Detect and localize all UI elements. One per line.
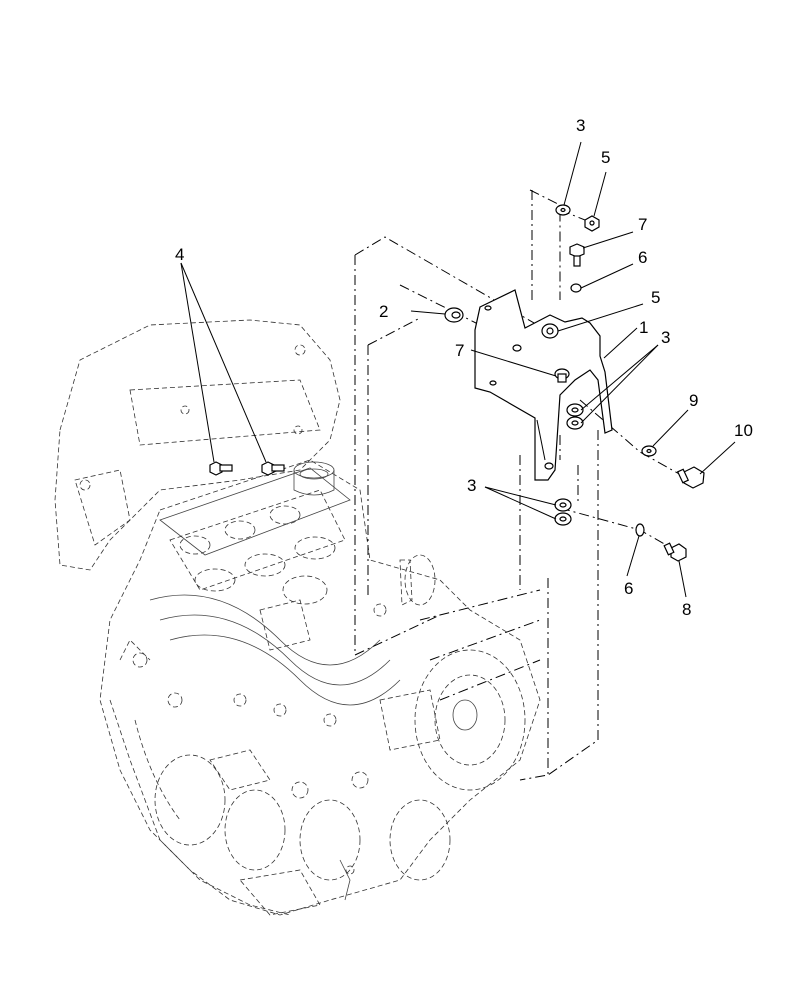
callout-labels: 3 5 7 6 5 1 3 2 7 4 9 10 3 6 8 [175, 116, 753, 619]
callout-7-bracket: 7 [455, 341, 464, 360]
callout-10: 10 [734, 421, 753, 440]
callout-5-top: 5 [601, 148, 610, 167]
bolt-7-top [569, 243, 585, 267]
callout-3-lower: 3 [467, 476, 476, 495]
callout-5-bracket: 5 [651, 288, 660, 307]
washer-6-top [570, 283, 582, 293]
washer-9 [641, 445, 657, 457]
callout-8: 8 [682, 600, 691, 619]
nut-5-bracket [541, 323, 559, 339]
bolt-8 [663, 542, 687, 562]
washer-3-right-upper [566, 403, 584, 417]
callout-9: 9 [689, 391, 698, 410]
mount-bushing-2 [444, 307, 464, 323]
callout-7-top: 7 [638, 215, 647, 234]
callout-1: 1 [639, 318, 648, 337]
bolt-10 [676, 466, 705, 489]
washer-3-lower-b [554, 512, 572, 526]
washer-6-bottom [635, 523, 645, 537]
washer-3-top [555, 204, 571, 216]
callout-6-bottom: 6 [624, 579, 633, 598]
callout-6-top: 6 [638, 248, 647, 267]
bolt-4-left [209, 461, 233, 476]
bolt-7-bracket [554, 368, 570, 383]
nut-5-top [584, 215, 600, 232]
washer-3-right-lower [566, 416, 584, 430]
phantom-mounting-planes [354, 189, 691, 781]
leader-lines [180, 141, 736, 598]
bracket-part-1 [474, 289, 613, 481]
callout-4: 4 [175, 245, 184, 264]
callout-3-top: 3 [576, 116, 585, 135]
engine-assembly-illustration [54, 319, 541, 916]
callout-3-right: 3 [661, 328, 670, 347]
bolt-4-right [261, 461, 285, 476]
washer-3-lower-a [554, 498, 572, 512]
callout-2: 2 [379, 302, 388, 321]
